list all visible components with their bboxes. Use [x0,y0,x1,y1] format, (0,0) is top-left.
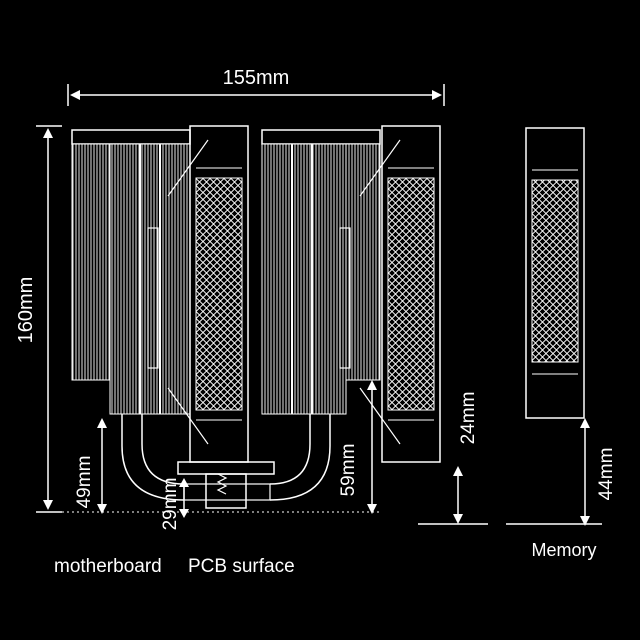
pcb-surface-label: PCB surface [188,556,295,577]
dimension-width: 155mm [67,67,445,106]
cooler-tower-right [261,129,381,415]
dimension-fan-offset-label: 24mm [458,392,479,445]
dimension-cooler-clearance: 49mm [74,418,107,514]
tower-left-fin-block-inner [109,143,191,415]
memory-fan-mesh [531,179,579,363]
cooler-tower-left [71,129,191,415]
fan-left-clip-top [167,139,209,197]
tower-left-clip [147,227,159,369]
dimension-base-height-label: 29mm [160,478,181,531]
fan-right [359,125,441,463]
memory-fan-front [525,127,585,419]
tower-right-fin-block-inner [261,143,347,415]
heatpipe-curve-right-outer [269,414,331,501]
dimension-cooler-clearance-label: 49mm [74,456,95,509]
dimension-base-height: 29mm [160,478,189,531]
fan-right-clip-bottom [359,387,401,445]
heatpipe-curve-left-inner [141,414,185,485]
dimension-fan-offset: 24mm [453,392,479,524]
tower-right-fin-block-outer [345,143,381,381]
dimension-fan-clearance: 59mm [338,380,377,514]
dimension-memory-clearance: 44mm [580,418,617,526]
cooler-base [121,414,331,509]
fan-right-clip-top [359,139,401,197]
dimension-height: 160mm [15,125,62,513]
tower-left-fin-block-outer [71,143,111,381]
tower-right-top-cap [261,129,381,145]
memory-fan-frame [525,127,585,419]
base-plate [205,473,247,509]
fan-right-frame [381,125,441,463]
tower-right-clip [339,227,351,369]
tower-left-top-cap [71,129,191,145]
dimension-height-label: 160mm [15,277,37,344]
motherboard-label: motherboard [54,556,162,577]
dimension-fan-clearance-label: 59mm [338,444,359,497]
fan-left-mesh [195,177,243,411]
fan-left-clip-bottom [167,387,209,445]
heatpipe-curve-right-inner [269,414,311,485]
mount-bracket [177,461,275,475]
dimension-memory-clearance-label: 44mm [596,448,617,501]
memory-label: Memory [531,540,596,560]
fan-right-mesh [387,177,435,411]
heatpipe-curve-left-outer [121,414,185,501]
base-block [183,483,271,501]
dimension-width-label: 155mm [223,67,290,89]
